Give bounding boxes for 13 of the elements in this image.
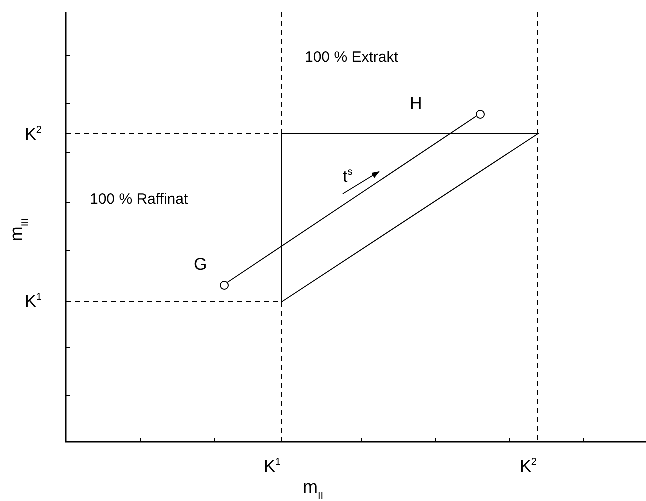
tick-label: K$^{1}$ xyxy=(25,293,42,310)
tick-label: K$^{2}$ xyxy=(520,458,537,475)
region-label: 100 % Extrakt xyxy=(305,50,398,65)
tick-label: K$^{1}$ xyxy=(264,458,281,475)
tick-label: K$^{2}$ xyxy=(25,126,42,143)
point-label: G xyxy=(194,256,208,273)
trajectory-line xyxy=(227,116,477,283)
region-label: 100 % Raffinat xyxy=(90,192,188,207)
direction-label: t$^{s}$ xyxy=(343,168,353,185)
point-marker xyxy=(476,110,484,118)
point-label: H xyxy=(410,95,422,112)
point-marker xyxy=(220,280,228,290)
axis-title: m$_{II}$ xyxy=(303,478,324,501)
